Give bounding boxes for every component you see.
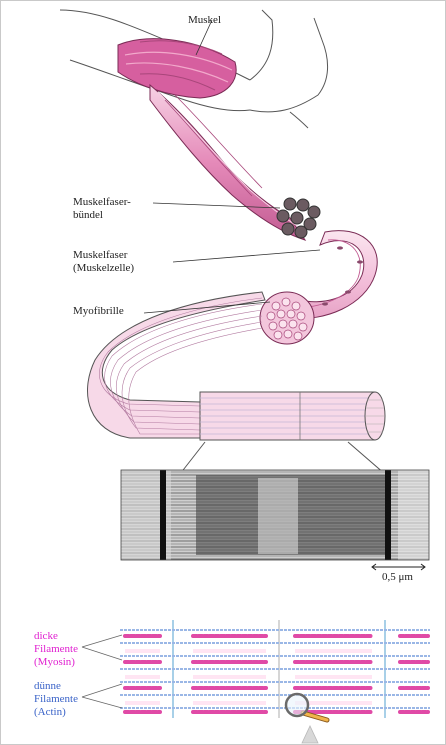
label-fiber-line1: Muskelfaser [73, 249, 127, 262]
label-thin-line1: dünne [34, 680, 61, 693]
myofibril-tube [88, 292, 385, 440]
label-thin-line2: Filamente [34, 693, 78, 706]
label-scale: 0,5 μm [382, 571, 413, 584]
myofibril-cross-section [260, 292, 314, 344]
biceps-muscle [118, 39, 236, 98]
label-thick-line2: Filamente [34, 643, 78, 656]
label-muscle: Muskel [188, 14, 221, 27]
label-thick-line3: (Myosin) [34, 656, 75, 669]
label-myofibril: Myofibrille [73, 305, 124, 318]
label-fiber-line2: (Muskelzelle) [73, 262, 134, 275]
mouse-cursor-icon [302, 726, 318, 743]
filament-schematic [120, 620, 430, 718]
scale-bar [372, 564, 425, 570]
zoom-lines [180, 442, 385, 474]
label-thick-line1: dicke [34, 630, 58, 643]
label-fascicle-line2: bündel [73, 209, 103, 222]
label-thin-line3: (Actin) [34, 706, 66, 719]
filament-pointers [82, 635, 122, 708]
electron-micrograph [121, 470, 429, 560]
label-fascicle-line1: Muskelfaser- [73, 196, 131, 209]
fascicle-cross-section [277, 198, 320, 238]
